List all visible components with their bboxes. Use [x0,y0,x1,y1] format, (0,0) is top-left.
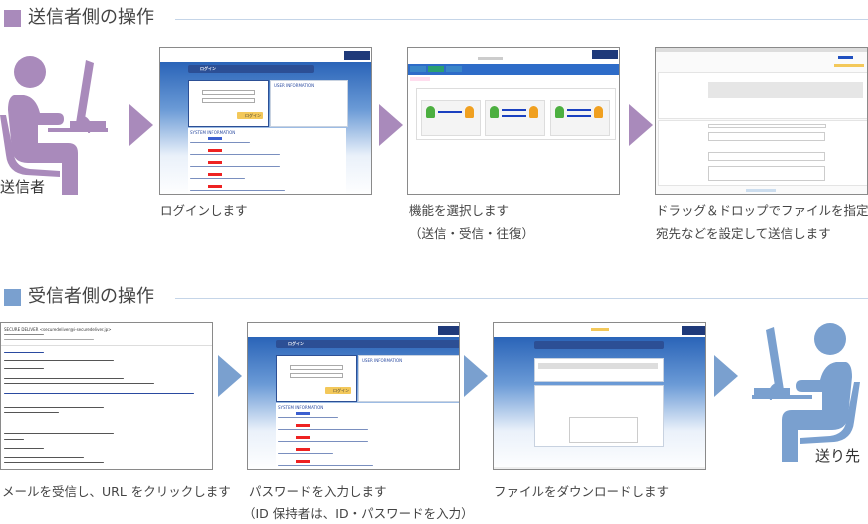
receiver-person-at-computer-icon [752,323,860,462]
login-button: ログイン [245,113,261,118]
step-caption-sub: （送信・受信・往復） [409,226,535,241]
login-heading: ログイン [288,341,304,346]
user-info-heading: USER INFORMATION [274,83,315,88]
arrow-right-icon [464,355,488,397]
download-screen-thumbnail [493,322,706,470]
step-caption: ログインします [160,203,248,218]
user-info-heading: USER INFORMATION [362,358,403,363]
sender-section-title: 送信者側の操作 [28,7,154,28]
step-caption-sub: 宛先などを設定して送信します [656,226,831,241]
section-marker [4,10,21,27]
password-screen-thumbnail: ログイン ログイン USER INFORMATION SYSTEM INFORM… [247,322,460,470]
step-caption: 機能を選択します [409,203,510,218]
section-divider [175,19,868,20]
arrow-right-icon [379,104,403,146]
arrow-right-icon [129,104,153,146]
send-form-screen-thumbnail [655,47,868,195]
sender-person-at-computer-icon [0,56,108,195]
email-from: SECURE DELIVER <securedeliver@i-securede… [4,327,112,332]
step-caption-sub: （ID 保持者は、ID・パスワードを入力） [243,506,474,521]
receiver-section-title: 受信者側の操作 [28,286,154,307]
section-marker [4,289,21,306]
receiver-label: 送り先 [815,447,861,465]
arrow-right-icon [714,355,738,397]
step-caption: パスワードを入力します [249,484,387,499]
step-caption: ドラッグ＆ドロップでファイルを指定 [656,203,868,218]
arrow-right-icon [218,355,242,397]
login-button: ログイン [333,388,349,393]
sender-label: 送信者 [0,178,46,196]
section-divider [175,298,868,299]
email-screen-thumbnail: SECURE DELIVER <securedeliver@i-securede… [0,322,213,470]
step-caption: ファイルをダウンロードします [494,484,670,499]
step-caption: メールを受信し、URL をクリックします [2,484,231,499]
login-screen-thumbnail: ログイン ログイン USER INFORMATION SYSTEM INFORM… [159,47,372,195]
arrow-right-icon [629,104,653,146]
system-info-heading: SYSTEM INFORMATION [278,405,324,410]
login-heading: ログイン [200,66,216,71]
function-select-screen-thumbnail [407,47,620,195]
system-info-heading: SYSTEM INFORMATION [190,130,236,135]
